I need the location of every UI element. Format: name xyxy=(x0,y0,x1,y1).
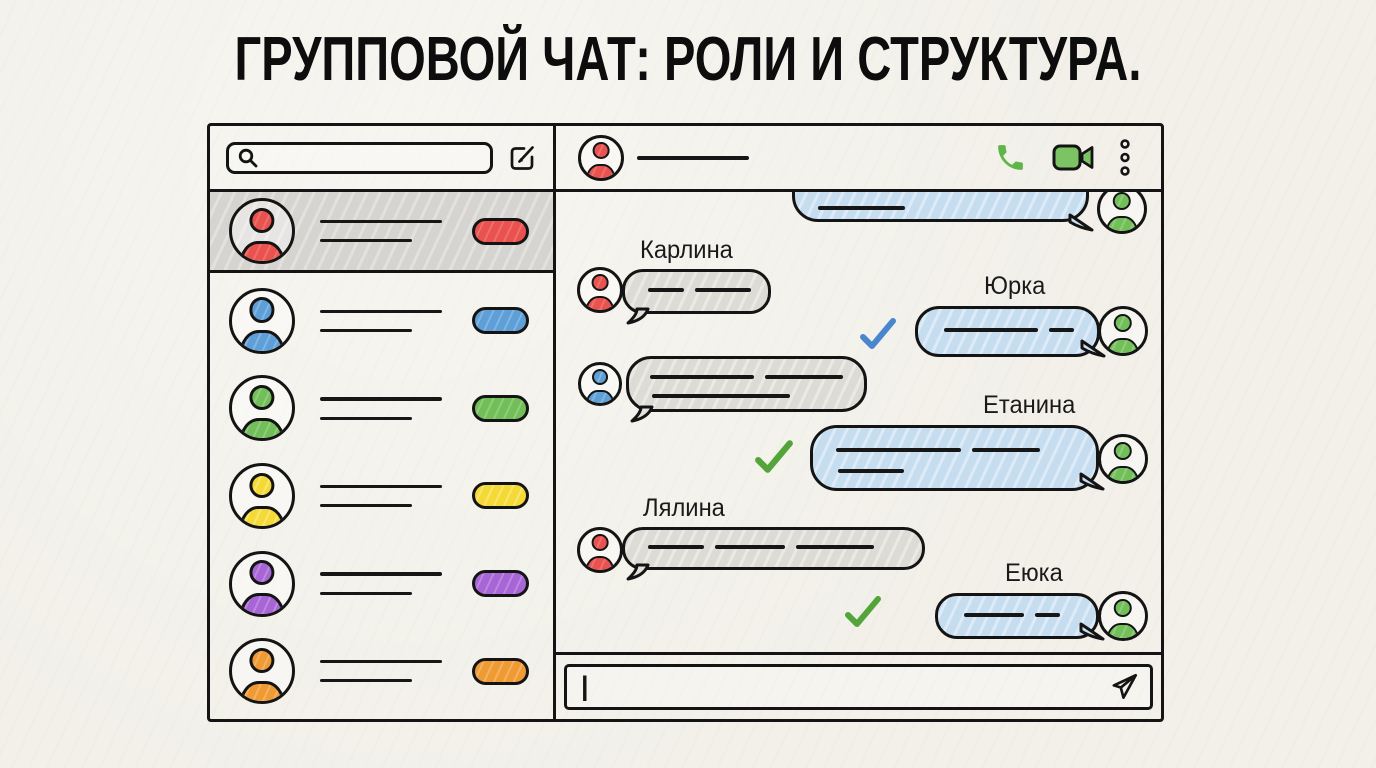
bubble-tail xyxy=(1079,472,1105,491)
avatar xyxy=(229,462,295,529)
sender-name: Лялина xyxy=(643,494,725,522)
chat-preview-lines xyxy=(320,309,442,333)
status-badge xyxy=(472,394,529,422)
sender-name: Еюка xyxy=(1005,559,1063,587)
sender-name: Карлина xyxy=(640,236,733,264)
message-bubble xyxy=(622,527,925,570)
chat-list-rest xyxy=(210,273,553,719)
status-badge xyxy=(472,482,529,510)
chat-list-item-blue[interactable] xyxy=(210,278,553,364)
message-list: Карлина Юрка xyxy=(556,192,1161,655)
bubble-tail xyxy=(626,563,650,581)
avatar xyxy=(577,267,623,313)
text-cursor: | xyxy=(581,670,589,701)
chat-list-item-yellow[interactable] xyxy=(210,453,553,539)
message-text-lines xyxy=(838,469,904,473)
sender-name: Юрка xyxy=(984,272,1046,300)
chat-header-avatar xyxy=(578,134,624,181)
chat-preview-lines xyxy=(320,659,442,683)
status-badge xyxy=(472,657,529,685)
avatar xyxy=(229,198,295,264)
avatar xyxy=(1098,434,1148,484)
sidebar xyxy=(210,126,556,719)
bubble-tail xyxy=(1068,213,1094,232)
message-text-lines xyxy=(648,288,751,292)
message-input[interactable]: | xyxy=(564,664,1153,710)
message-text-lines xyxy=(818,206,905,210)
composer-row: | xyxy=(556,655,1161,719)
avatar xyxy=(1098,591,1148,641)
phone-icon[interactable] xyxy=(994,141,1027,174)
avatar xyxy=(229,550,295,617)
avatar xyxy=(1097,192,1147,234)
kebab-menu-icon[interactable] xyxy=(1119,138,1131,178)
message-bubble xyxy=(626,356,867,412)
message-text-lines xyxy=(944,328,1074,332)
avatar xyxy=(229,375,295,442)
sidebar-search-row xyxy=(210,126,553,192)
chat-list-item-green[interactable] xyxy=(210,365,553,451)
status-badge xyxy=(472,307,529,335)
message-text-lines xyxy=(964,613,1060,617)
compose-button[interactable] xyxy=(507,143,537,173)
search-icon xyxy=(237,147,259,169)
page-title: ГРУППОВОЙ ЧАТ: РОЛИ И СТРУКТУРА. xyxy=(234,25,1142,94)
message-bubble xyxy=(622,269,771,314)
bubble-tail xyxy=(630,405,654,423)
sender-name: Етанина xyxy=(983,391,1076,419)
message-bubble xyxy=(915,306,1100,357)
avatar xyxy=(229,638,295,705)
chat-title-placeholder xyxy=(637,155,749,160)
bubble-tail xyxy=(1080,339,1106,358)
avatar xyxy=(1098,306,1148,356)
bubble-tail xyxy=(1079,622,1105,641)
message-text-lines xyxy=(652,394,790,398)
message-text-lines xyxy=(650,375,843,379)
status-badge xyxy=(472,570,529,598)
avatar xyxy=(578,362,622,406)
chat-list-item-purple[interactable] xyxy=(210,541,553,627)
message-text-lines xyxy=(648,545,874,549)
video-call-icon[interactable] xyxy=(1051,142,1095,173)
read-check-icon xyxy=(753,438,795,476)
chat-preview-lines xyxy=(320,397,442,420)
send-icon[interactable] xyxy=(1108,671,1140,703)
chat-preview-lines xyxy=(320,219,442,243)
chat-preview-lines xyxy=(320,484,442,508)
chat-list-item-orange[interactable] xyxy=(210,628,553,714)
read-check-icon xyxy=(858,316,898,352)
message-text-lines xyxy=(836,448,1040,452)
bubble-tail xyxy=(626,307,650,325)
chat-panel: Карлина Юрка xyxy=(556,126,1161,719)
avatar xyxy=(229,287,295,354)
avatar xyxy=(577,527,623,573)
chat-header xyxy=(556,126,1161,192)
chat-app-window: Карлина Юрка xyxy=(207,123,1164,722)
search-input[interactable] xyxy=(226,141,493,174)
read-check-icon xyxy=(843,594,883,630)
chat-list-item-red-selected[interactable] xyxy=(210,192,553,273)
message-bubble xyxy=(810,425,1099,491)
chat-preview-lines xyxy=(320,572,442,595)
status-badge xyxy=(472,217,529,245)
chat-list xyxy=(210,192,553,719)
